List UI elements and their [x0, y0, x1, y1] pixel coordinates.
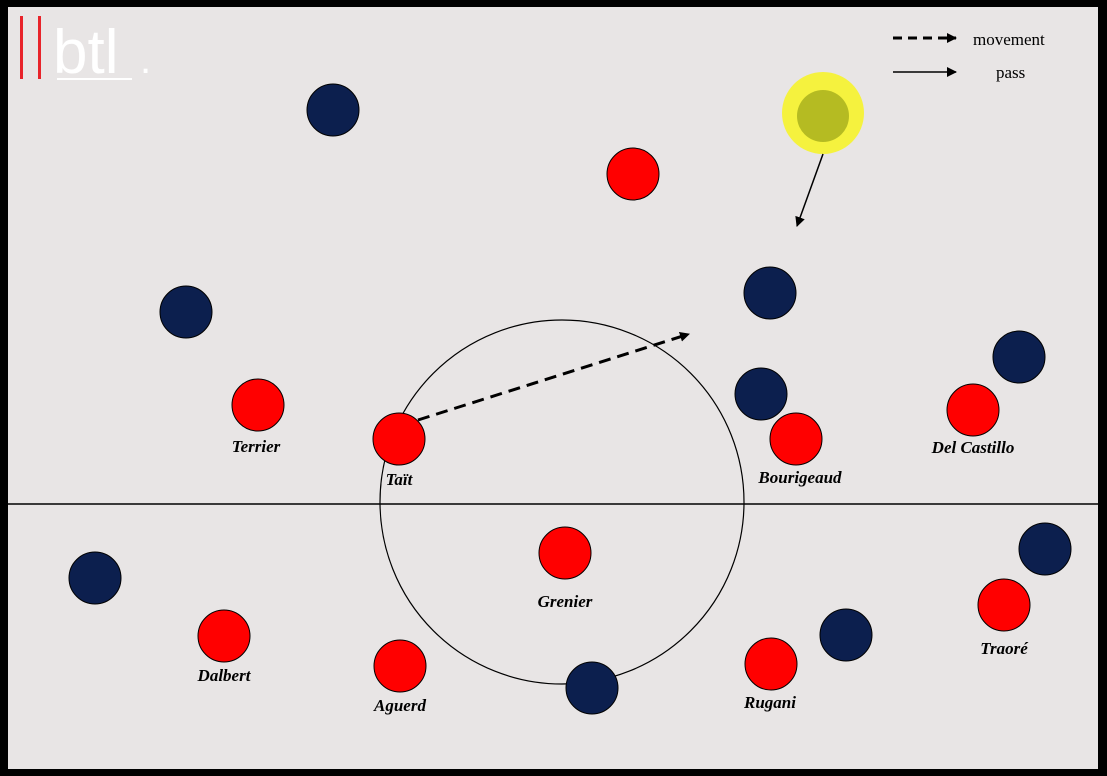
label-bourigeaud: Bourigeaud	[757, 468, 842, 487]
red-team	[197, 147, 1031, 693]
blue-player	[565, 661, 619, 715]
logo-bar-1	[20, 16, 23, 79]
blue-player	[743, 266, 797, 320]
label-tait: Taït	[386, 470, 414, 489]
label-del-castillo: Del Castillo	[931, 438, 1015, 457]
blue-player	[68, 551, 122, 605]
red-player-del-castillo	[946, 383, 1000, 437]
center-circle	[379, 319, 745, 685]
ball	[782, 72, 864, 154]
red-player-tait	[372, 412, 426, 466]
label-terrier: Terrier	[232, 437, 281, 456]
blue-player	[306, 83, 360, 137]
blue-team	[68, 83, 1072, 715]
movement-arrow	[417, 331, 690, 422]
logo-text: btl	[53, 18, 118, 87]
red-player-rugani	[744, 637, 798, 691]
label-dalbert: Dalbert	[197, 666, 252, 685]
pitch-background	[8, 7, 1098, 769]
pass-arrow	[795, 153, 824, 227]
label-rugani: Rugani	[743, 693, 796, 712]
red-player-unlabeled	[606, 147, 660, 201]
legend-movement-label: movement	[973, 30, 1045, 49]
blue-player	[734, 367, 788, 421]
red-player-grenier	[538, 526, 592, 580]
label-grenier: Grenier	[538, 592, 593, 611]
red-player-terrier	[231, 378, 285, 432]
label-aguerd: Aguerd	[373, 696, 426, 715]
logo-bar-2	[38, 16, 41, 79]
blue-player	[992, 330, 1046, 384]
logo-dot: .	[140, 38, 151, 82]
red-player-bourigeaud	[769, 412, 823, 466]
label-traore: Traoré	[980, 639, 1029, 658]
player-labels: Terrier Taït Bourigeaud Del Castillo Gre…	[197, 437, 1030, 715]
red-player-traore	[977, 578, 1031, 632]
btl-logo: btl .	[20, 16, 151, 87]
blue-player	[819, 608, 873, 662]
legend-pass-label: pass	[996, 63, 1025, 82]
blue-player	[1018, 522, 1072, 576]
red-player-aguerd	[373, 639, 427, 693]
ball-core	[797, 90, 849, 142]
red-player-dalbert	[197, 609, 251, 663]
legend: movement pass	[893, 30, 1045, 82]
blue-player	[159, 285, 213, 339]
